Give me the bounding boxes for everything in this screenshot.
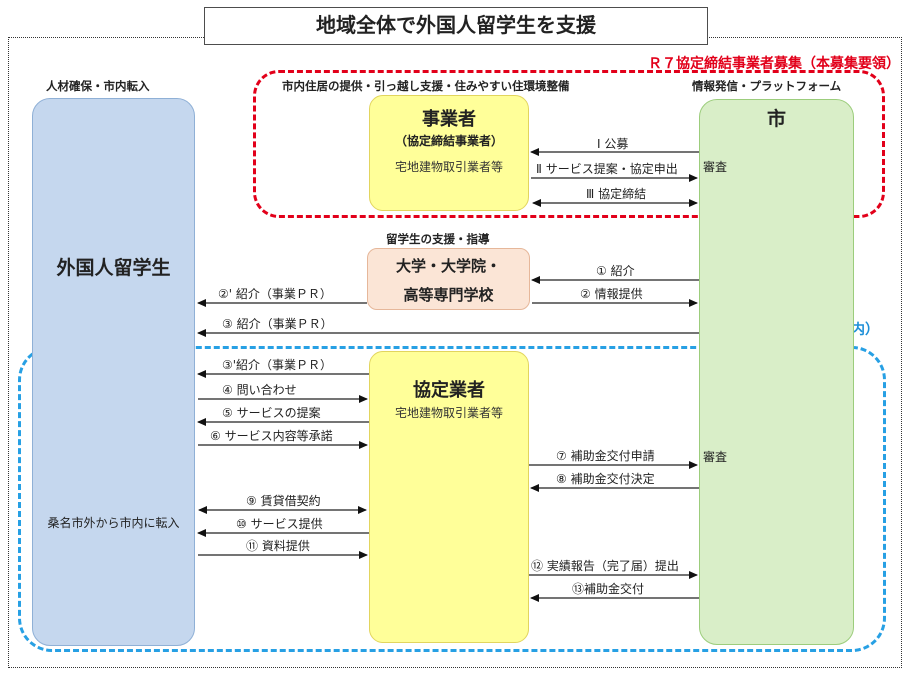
audit-label-bottom: 審査 xyxy=(703,450,728,464)
label-houkoku: ⑫ 実績報告（完了届）提出 xyxy=(531,559,679,573)
city-box xyxy=(699,99,854,645)
city-name: 市 xyxy=(766,108,786,130)
label-kettei: ⑧ 補助金交付決定 xyxy=(556,472,655,486)
business-box xyxy=(369,95,529,211)
business-note: 宅地建物取引業者等 xyxy=(394,160,503,174)
audit-label-top: 審査 xyxy=(703,160,728,174)
university-line1: 大学・大学院・ xyxy=(395,257,501,275)
partner-note: 宅地建物取引業者等 xyxy=(394,406,503,420)
label-jouhou: ② 情報提供 xyxy=(580,287,643,301)
business-subtitle: （協定締結事業者） xyxy=(394,134,503,148)
label-koufu: ⑬補助金交付 xyxy=(572,582,645,596)
recruitment-label: Ｒ７協定締結事業者募集（本募集要領） xyxy=(648,56,900,72)
subsidy-region xyxy=(18,346,886,652)
label-teikyou: ⑩ サービス提供 xyxy=(236,517,323,531)
student-box xyxy=(32,98,195,646)
header-info: 情報発信・プラットフォーム xyxy=(692,79,842,93)
label-keiyaku: ⑨ 賃貸借契約 xyxy=(246,494,321,508)
label-teiketsu: Ⅲ 協定締結 xyxy=(586,187,647,201)
label-shinsei: ⑦ 補助金交付申請 xyxy=(556,449,655,463)
label-shiryou: ⑪ 資料提供 xyxy=(246,539,310,553)
page-title: 地域全体で外国人留学生を支援 xyxy=(204,7,708,45)
label-teian: Ⅱ サービス提案・協定申出 xyxy=(536,162,678,176)
label-toiawase: ④ 問い合わせ xyxy=(222,383,297,397)
label-shoukai3p: ③'紹介（事業ＰＲ） xyxy=(222,358,333,372)
label-koubo: Ⅰ 公募 xyxy=(597,137,629,151)
university-box xyxy=(367,248,530,310)
header-student-support: 留学生の支援・指導 xyxy=(386,232,490,246)
student-name: 外国人留学生 xyxy=(56,257,171,279)
recruitment-region xyxy=(253,70,885,218)
label-shoukai3: ③ 紹介（事業ＰＲ） xyxy=(222,317,333,331)
business-title: 事業者 xyxy=(422,109,476,130)
university-line2: 高等専門学校 xyxy=(403,286,494,304)
label-service-teian: ⑤ サービスの提案 xyxy=(222,406,321,420)
header-housing: 市内住居の提供・引っ越し支援・住みやすい住環境整備 xyxy=(282,79,570,93)
header-talent: 人材確保・市内転入 xyxy=(46,79,150,93)
student-note: 桑名市外から市内に転入 xyxy=(47,516,180,530)
label-shoukai1: ① 紹介 xyxy=(596,264,635,278)
partner-box xyxy=(369,351,529,643)
label-shoukai2p: ②' 紹介（事業ＰＲ） xyxy=(218,287,332,301)
label-shoudaku: ⑥ サービス内容等承諾 xyxy=(210,429,333,443)
partner-title: 協定業者 xyxy=(413,380,485,401)
